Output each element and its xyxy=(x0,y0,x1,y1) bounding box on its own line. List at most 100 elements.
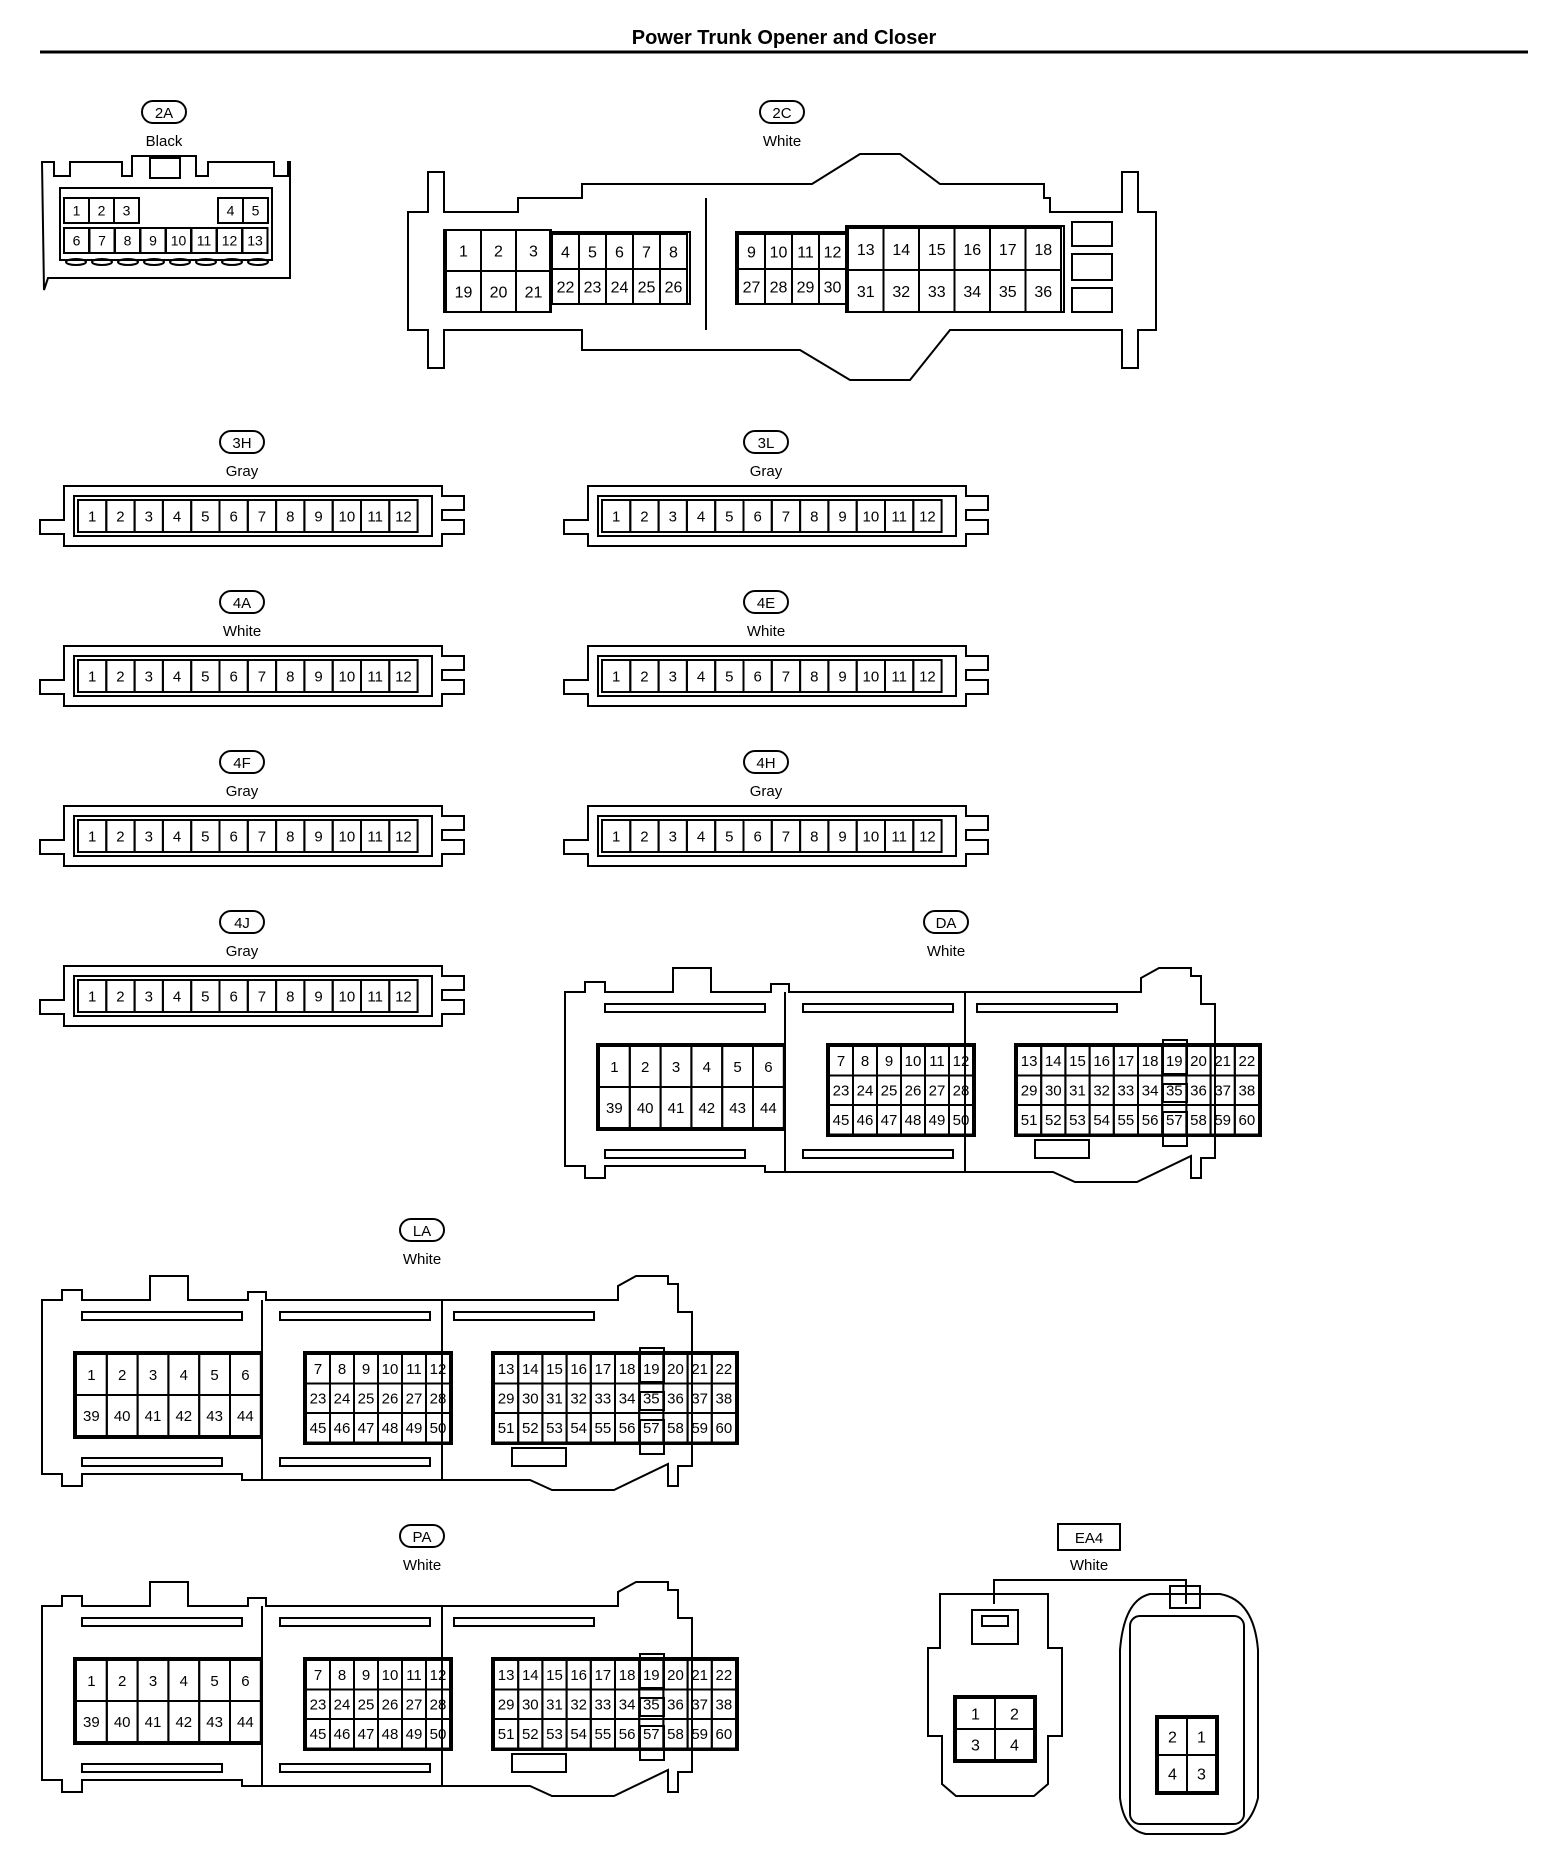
connector-4A-pin-1: 1 xyxy=(77,659,108,693)
connector-LA-pin-36: 36 xyxy=(662,1382,689,1414)
connector-EA4-female-pin-3: 3 xyxy=(1186,1754,1217,1793)
connector-4J-pin-1-number: 1 xyxy=(88,988,96,1005)
connector-4E-pin-7: 7 xyxy=(770,659,802,693)
connector-2C-pin-36-number: 36 xyxy=(1034,284,1052,301)
connector-EA4-male-pin-4: 4 xyxy=(994,1728,1035,1761)
connector-2C-pin-33-number: 33 xyxy=(928,284,946,301)
connector-4J-pin-7-number: 7 xyxy=(258,988,266,1005)
connector-PA-rib-1 xyxy=(81,1617,243,1627)
connector-4E-pin-10-number: 10 xyxy=(863,668,880,685)
connector-DA-pin-46: 46 xyxy=(852,1104,878,1136)
connector-DA-pin-19: 19 xyxy=(1161,1045,1188,1077)
connector-2C-pin-7: 7 xyxy=(632,233,661,270)
connector-DA-pin-54-number: 54 xyxy=(1093,1112,1110,1129)
connector-DA-pin-31: 31 xyxy=(1064,1074,1091,1106)
connector-LA-pin-58: 58 xyxy=(662,1412,689,1444)
connector-PA-pin-11: 11 xyxy=(401,1659,427,1691)
connector-LA-pin-27: 27 xyxy=(401,1382,427,1414)
connector-DA-pin-32-number: 32 xyxy=(1093,1083,1110,1100)
connector-PA-pin-18-number: 18 xyxy=(619,1667,636,1684)
connector-LA-pin-18: 18 xyxy=(614,1353,641,1385)
connector-PA-pin-2-number: 2 xyxy=(118,1673,126,1690)
connector-LA-rib-1 xyxy=(81,1311,243,1321)
connector-LA-pin-23-number: 23 xyxy=(310,1391,327,1408)
connector-4E-color: White xyxy=(747,623,785,640)
connector-4H-pin-2: 2 xyxy=(629,819,660,853)
connector-DA-pin-48-number: 48 xyxy=(905,1112,922,1129)
connector-LA-pin-50: 50 xyxy=(425,1412,451,1444)
connector-3H-pin-6-number: 6 xyxy=(229,508,237,525)
connector-2C-pin-31-number: 31 xyxy=(857,284,875,301)
connector-PA-pin-37-number: 37 xyxy=(691,1697,708,1714)
connector-LA-rib-4 xyxy=(81,1457,223,1467)
connector-LA-pin-52-number: 52 xyxy=(522,1420,539,1437)
connector-4H-pin-4: 4 xyxy=(685,819,717,853)
connector-PA-rib-4 xyxy=(81,1763,223,1773)
connector-LA-pin-2-number: 2 xyxy=(118,1367,126,1384)
connector-3L-pin-5-number: 5 xyxy=(725,508,733,525)
connector-3L-pin-12-number: 12 xyxy=(919,508,936,525)
connector-LA-pin-43-number: 43 xyxy=(206,1408,223,1425)
connector-DA-block-2-frame xyxy=(826,1043,976,1137)
connector-DA-pin-16: 16 xyxy=(1088,1045,1115,1077)
connector-4F-pin-7: 7 xyxy=(246,819,278,853)
connector-2A-lock-slot xyxy=(143,258,165,266)
connector-PA-pin-18: 18 xyxy=(614,1659,641,1691)
connector-DA-pin-40-number: 40 xyxy=(637,1100,654,1117)
connector-PA-pin-39-number: 39 xyxy=(83,1714,100,1731)
connector-DA-pin-26-number: 26 xyxy=(905,1083,922,1100)
connector-PA-pin-45: 45 xyxy=(305,1718,331,1750)
connector-4A-pin-2-number: 2 xyxy=(116,668,124,685)
connector-2C-pin-21: 21 xyxy=(515,270,552,313)
connector-DA-pin-13: 13 xyxy=(1016,1045,1043,1077)
connector-DA-pin-37-number: 37 xyxy=(1214,1083,1231,1100)
connector-LA-pin-45-number: 45 xyxy=(310,1420,327,1437)
connector-PA-pin-28-number: 28 xyxy=(430,1697,447,1714)
connector-PA-block-2-frame xyxy=(303,1657,453,1751)
connector-2C-pin-3-number: 3 xyxy=(529,243,538,260)
connector-LA-pin-44: 44 xyxy=(229,1394,262,1437)
connector-DA-pin-40: 40 xyxy=(628,1086,662,1129)
connector-4A-pin-7-number: 7 xyxy=(258,668,266,685)
connector-DA-pin-25-number: 25 xyxy=(881,1083,898,1100)
connector-LA-pin-16-number: 16 xyxy=(570,1361,587,1378)
connector-2C-pin-30-number: 30 xyxy=(824,279,842,296)
badge-PA-outline xyxy=(399,1524,445,1548)
connector-LA-pin-24: 24 xyxy=(329,1382,355,1414)
connector-PA-pin-60-number: 60 xyxy=(716,1726,733,1743)
connector-PA-pin-10-number: 10 xyxy=(382,1667,399,1684)
connector-PA-pin-25: 25 xyxy=(353,1688,379,1720)
connector-4F-pin-2-number: 2 xyxy=(116,828,124,845)
connector-2A-pin-10: 10 xyxy=(165,227,192,254)
connector-3H-pin-4: 4 xyxy=(161,499,193,533)
connector-DA-pin-42-number: 42 xyxy=(698,1100,715,1117)
badge-3L-code: 3L xyxy=(758,435,775,452)
connector-DA-pin-1: 1 xyxy=(598,1045,631,1088)
connector-2A-pin-5-box xyxy=(242,197,269,224)
connector-EA4-male-pin-3-number: 3 xyxy=(971,1737,980,1754)
connector-LA-pin-33: 33 xyxy=(589,1382,616,1414)
connector-4H-pin-5-number: 5 xyxy=(725,828,733,845)
connector-PA-pin-35-number: 35 xyxy=(643,1697,660,1714)
badge-DA-outline xyxy=(923,910,969,934)
connector-2C-pin-13: 13 xyxy=(847,227,885,271)
connector-DA-pin-4-number: 4 xyxy=(703,1059,711,1076)
connector-PA-pin-6: 6 xyxy=(229,1659,262,1702)
connector-PA-pin-29: 29 xyxy=(493,1688,520,1720)
connector-2C-pin-5: 5 xyxy=(578,233,607,270)
connector-DA-pin-18: 18 xyxy=(1137,1045,1164,1077)
connector-DA-pin-48: 48 xyxy=(900,1104,926,1136)
connector-EA4-male-housing xyxy=(927,1593,1063,1797)
connector-4H-pin-6: 6 xyxy=(742,819,773,853)
connector-DA-badge: DA xyxy=(923,910,969,934)
connector-3L-pin-6-number: 6 xyxy=(753,508,761,525)
connector-PA-pin-20-number: 20 xyxy=(667,1667,684,1684)
connector-PA-pin-47: 47 xyxy=(353,1718,379,1750)
connector-PA-pin-20: 20 xyxy=(662,1659,689,1691)
connector-4F-pin-5-number: 5 xyxy=(201,828,209,845)
connector-PA-pin-13-number: 13 xyxy=(498,1667,515,1684)
connector-PA-pin-36-number: 36 xyxy=(667,1697,684,1714)
badge-DA-code: DA xyxy=(936,915,957,932)
